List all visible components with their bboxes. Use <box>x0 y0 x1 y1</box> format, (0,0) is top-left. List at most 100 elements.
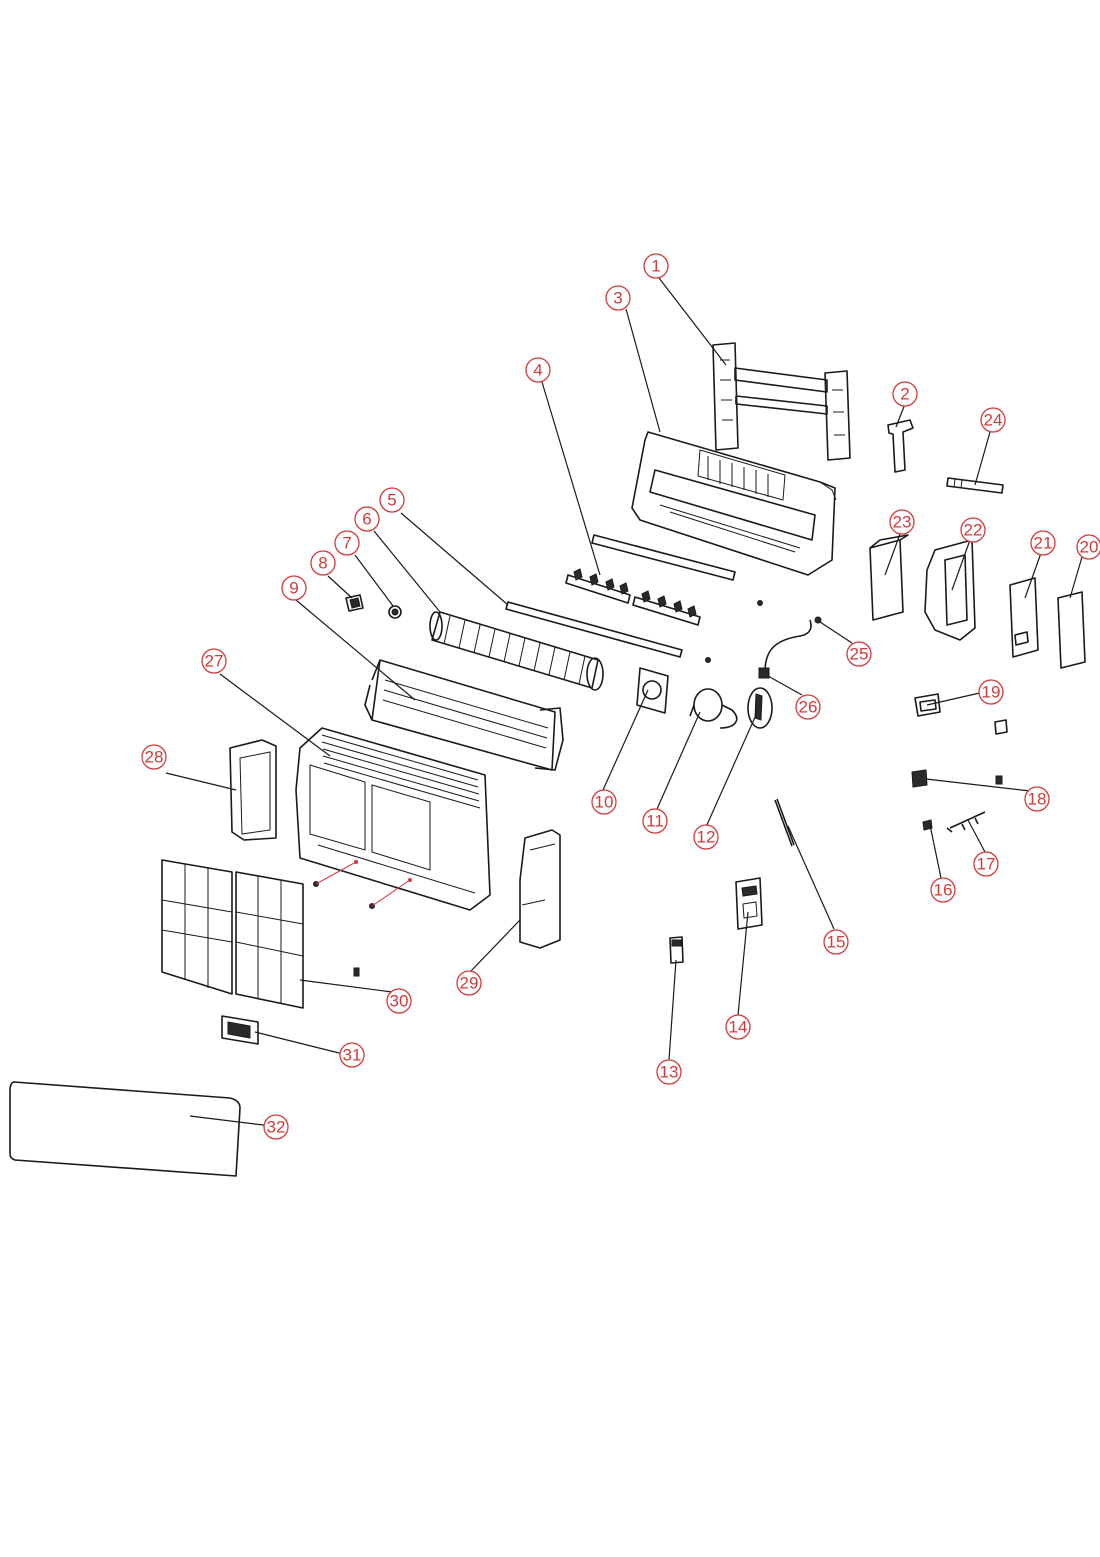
bearing-part <box>388 605 402 619</box>
callout-circle <box>525 357 551 383</box>
electric-box-cover-part <box>869 534 909 621</box>
chassis-part <box>631 431 837 576</box>
part-drawings <box>9 342 1086 1177</box>
callout-number: 8 <box>318 554 327 573</box>
callout-11: 11 <box>642 808 668 834</box>
callout-23: 23 <box>889 509 915 535</box>
callout-circle <box>1076 534 1100 560</box>
callout-16: 16 <box>930 877 956 903</box>
callout-24: 24 <box>980 407 1006 433</box>
callout-circle <box>263 1114 289 1140</box>
callout-circle <box>978 679 1004 705</box>
callout-number: 26 <box>799 698 818 717</box>
motor-clamp-part <box>636 667 669 714</box>
callout-circle <box>386 988 412 1014</box>
display-module-part <box>221 1015 259 1045</box>
callout-circle <box>643 253 669 279</box>
callout-7: 7 <box>334 530 360 556</box>
callout-27: 27 <box>201 648 227 674</box>
callout-circle <box>334 530 360 556</box>
fuse-part <box>922 819 933 831</box>
mounting-plate-part <box>712 342 851 461</box>
callout-number: 7 <box>342 534 351 553</box>
callout-number: 19 <box>982 683 1001 702</box>
callout-number: 13 <box>660 1063 679 1082</box>
callout-number: 32 <box>267 1118 286 1137</box>
callout-circle <box>823 929 849 955</box>
receiver-box-part <box>735 877 763 930</box>
callout-circle <box>656 1059 682 1085</box>
fan-motor-part <box>689 688 738 729</box>
callout-number: 2 <box>900 385 909 404</box>
small-component-part <box>994 719 1008 735</box>
callout-2: 2 <box>892 381 918 407</box>
front-panel-frame-part <box>295 727 491 911</box>
callout-circle <box>605 285 631 311</box>
callout-number: 25 <box>850 645 869 664</box>
callout-number: 27 <box>205 652 224 671</box>
callout-number: 11 <box>646 812 664 831</box>
callout-5: 5 <box>379 487 405 513</box>
callout-31: 31 <box>339 1042 365 1068</box>
evaporator-part <box>364 659 564 771</box>
power-cord-part <box>946 811 986 833</box>
callout-circle <box>1030 530 1056 556</box>
right-cover-part <box>519 829 561 949</box>
sensor-wire-part <box>758 619 812 679</box>
callout-number: 17 <box>977 855 996 874</box>
callout-29: 29 <box>456 970 482 996</box>
callout-number: 20 <box>1080 538 1099 557</box>
callout-number: 29 <box>460 974 479 993</box>
frame-screws-part <box>313 860 412 909</box>
callout-layer: 1234567891011121314151617181920212223242… <box>141 253 1100 1140</box>
callout-22: 22 <box>960 517 986 543</box>
air-filter-left-part <box>161 859 233 995</box>
callout-circle <box>960 517 986 543</box>
front-panel-part <box>9 1081 241 1177</box>
louver-set-part <box>565 534 736 626</box>
callout-number: 9 <box>289 579 298 598</box>
callout-circle <box>725 1014 751 1040</box>
bracket-part <box>887 419 914 473</box>
callout-number: 21 <box>1034 534 1053 553</box>
callout-circle <box>201 648 227 674</box>
callout-circle <box>973 851 999 877</box>
remote-part <box>669 936 684 964</box>
callout-number: 22 <box>964 521 983 540</box>
screw-part <box>705 657 711 663</box>
callout-number: 28 <box>145 748 164 767</box>
callout-number: 1 <box>651 257 660 276</box>
display-board-part <box>1057 591 1086 669</box>
callout-4: 4 <box>525 357 551 383</box>
callout-circle <box>310 550 336 576</box>
callout-number: 31 <box>343 1046 362 1065</box>
callout-10: 10 <box>591 789 617 815</box>
callout-number: 24 <box>984 411 1003 430</box>
callout-circle <box>354 506 380 532</box>
callout-number: 16 <box>934 881 953 900</box>
callout-14: 14 <box>725 1014 751 1040</box>
callout-circle <box>892 381 918 407</box>
screw-part <box>814 616 822 624</box>
electric-box-part <box>924 539 976 641</box>
transformer-part <box>911 769 928 788</box>
callout-circle <box>980 407 1006 433</box>
callout-circle <box>930 877 956 903</box>
callout-number: 3 <box>613 289 622 308</box>
screw-part <box>757 600 763 606</box>
clip-part <box>353 967 360 977</box>
callout-19: 19 <box>978 679 1004 705</box>
callout-9: 9 <box>281 575 307 601</box>
callout-circle <box>281 575 307 601</box>
callout-26: 26 <box>795 694 821 720</box>
deflector-part <box>505 601 683 658</box>
callout-circle <box>456 970 482 996</box>
callout-6: 6 <box>354 506 380 532</box>
bearing-holder-part <box>345 594 364 612</box>
callout-circle <box>846 641 872 667</box>
callout-circle <box>889 509 915 535</box>
callout-circle <box>591 789 617 815</box>
callout-number: 30 <box>390 992 409 1011</box>
callout-13: 13 <box>656 1059 682 1085</box>
